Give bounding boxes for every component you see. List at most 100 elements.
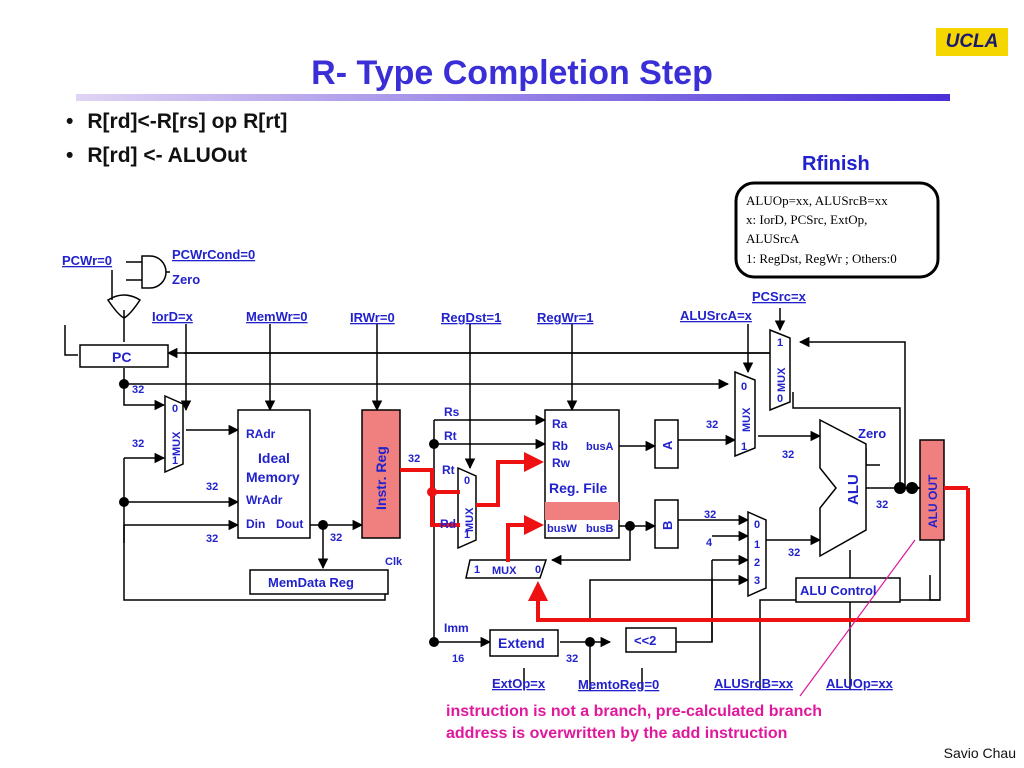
junction-dot <box>906 482 918 494</box>
state-line: ALUOp=xx, ALUSrcB=xx <box>746 193 888 208</box>
page-title: R- Type Completion Step <box>311 54 713 92</box>
ideal-label: Ideal <box>258 450 290 466</box>
title-underline <box>76 94 950 101</box>
memory-label: Memory <box>246 469 300 485</box>
alusrcb-label: ALUSrcB=xx <box>714 676 794 691</box>
bus-width-label: 16 <box>452 653 464 665</box>
bus-width-label: 32 <box>788 547 800 559</box>
mux-input-label: 1 <box>777 337 783 349</box>
author-footer: Savio Chau <box>943 745 1016 761</box>
bus-width-label: 4 <box>706 537 713 549</box>
bus-width-label: 32 <box>206 481 218 493</box>
junction-dot <box>894 482 906 494</box>
mux-input-label: 0 <box>535 564 541 576</box>
bus-width-label: 32 <box>566 653 578 665</box>
junction-dot <box>585 637 595 647</box>
bus-width-label: 32 <box>330 532 342 544</box>
bullet-item: R[rd]<-R[rs] op R[rt] <box>66 110 287 134</box>
reg-file-label: Reg. File <box>549 480 608 496</box>
state-line: x: IorD, PCSrc, ExtOp, <box>746 212 867 227</box>
extend-label: Extend <box>498 635 545 651</box>
bus-width-label: 32 <box>408 453 420 465</box>
memdata-reg-label: MemData Reg <box>268 575 354 590</box>
bus-width-label: 32 <box>704 509 716 521</box>
junction-dot <box>318 520 328 530</box>
pcsrc-label: PCSrc=x <box>752 289 807 304</box>
din-label: Din <box>246 517 265 531</box>
mux-regdst-label: MUX <box>464 507 476 532</box>
mux-iord-label: MUX <box>171 431 183 456</box>
busw-label: busW <box>547 523 578 535</box>
irwr-label: IRWr=0 <box>350 310 395 325</box>
dout-label: Dout <box>276 517 303 531</box>
aluop-label: ALUOp=xx <box>826 676 894 691</box>
rt-label: Rt <box>444 429 457 443</box>
wradr-label: WrAdr <box>246 493 283 507</box>
mux-input-label: 1 <box>464 529 470 541</box>
rs-label: Rs <box>444 405 460 419</box>
extop-label: ExtOp=x <box>492 676 546 691</box>
state-line: 1: RegDst, RegWr ; Others:0 <box>746 251 897 266</box>
mux-input-label: 3 <box>754 575 760 587</box>
junction-dot <box>429 637 439 647</box>
mux-input-label: 1 <box>754 539 760 551</box>
zero-out-label: Zero <box>858 426 886 441</box>
alusrca-label: ALUSrcA=x <box>680 308 753 323</box>
mux-input-label: 0 <box>464 475 470 487</box>
junction-dot <box>429 439 439 449</box>
state-name: Rfinish <box>802 153 870 175</box>
memtoreg-label: MemtoReg=0 <box>578 677 659 692</box>
pcwr-label: PCWr=0 <box>62 253 112 268</box>
rw-label: Rw <box>552 456 571 470</box>
ucla-logo: UCLA <box>936 28 1008 56</box>
alu-control-label: ALU Control <box>800 583 877 598</box>
b-label: B <box>660 521 675 530</box>
a-label: A <box>660 440 675 450</box>
bullet-list: R[rd]<-R[rs] op R[rt] R[rd] <- ALUOut <box>66 110 287 178</box>
rb-label: Rb <box>552 439 568 453</box>
bullet-item: R[rd] <- ALUOut <box>66 144 287 168</box>
busa-label: busA <box>586 441 614 453</box>
alu-out-label: ALU OUT <box>926 474 940 528</box>
alu-label: ALU <box>845 474 862 505</box>
mux-input-label: 0 <box>172 403 178 415</box>
regdst-label: RegDst=1 <box>441 310 501 325</box>
pcwrcond-label: PCWrCond=0 <box>172 247 255 262</box>
mux-pcsrc-label: MUX <box>776 367 788 392</box>
mux-input-label: 1 <box>474 564 480 576</box>
junction-dot <box>625 521 635 531</box>
bus-width-label: 32 <box>132 438 144 450</box>
note-line: instruction is not a branch, pre-calcula… <box>446 703 823 720</box>
busb-label: busB <box>586 523 614 535</box>
rd-label: Rd <box>440 517 456 531</box>
note-line: address is overwritten by the add instru… <box>446 725 788 742</box>
rt2-label: Rt <box>442 463 455 477</box>
mux-memtoreg-label: MUX <box>492 565 517 577</box>
mux-alusrca-label: MUX <box>741 407 753 432</box>
instr-reg-label: Instr. Reg <box>373 446 389 510</box>
mux-input-label: 0 <box>754 519 760 531</box>
bus-width-label: 32 <box>206 533 218 545</box>
shift-label: <<2 <box>634 633 656 648</box>
junction-dot <box>119 379 129 389</box>
mux-input-label: 1 <box>172 455 178 467</box>
pc-label: PC <box>112 349 131 365</box>
clk-label: Clk <box>385 556 403 568</box>
radr-label: RAdr <box>246 427 276 441</box>
mux-input-label: 0 <box>777 393 783 405</box>
bus-width-label: 32 <box>132 384 144 396</box>
zero-label: Zero <box>172 272 200 287</box>
junction-dot <box>427 487 437 497</box>
imm-label: Imm <box>444 621 469 635</box>
bus-width-label: 32 <box>706 419 718 431</box>
memwr-label: MemWr=0 <box>246 309 308 324</box>
mux-input-label: 2 <box>754 557 760 569</box>
ra-label: Ra <box>552 417 568 431</box>
bus-width-label: 32 <box>876 499 888 511</box>
state-line: ALUSrcA <box>746 231 800 246</box>
regwr-label: RegWr=1 <box>537 310 593 325</box>
junction-dot <box>119 497 129 507</box>
mux-input-label: 0 <box>741 381 747 393</box>
mux-input-label: 1 <box>741 441 747 453</box>
